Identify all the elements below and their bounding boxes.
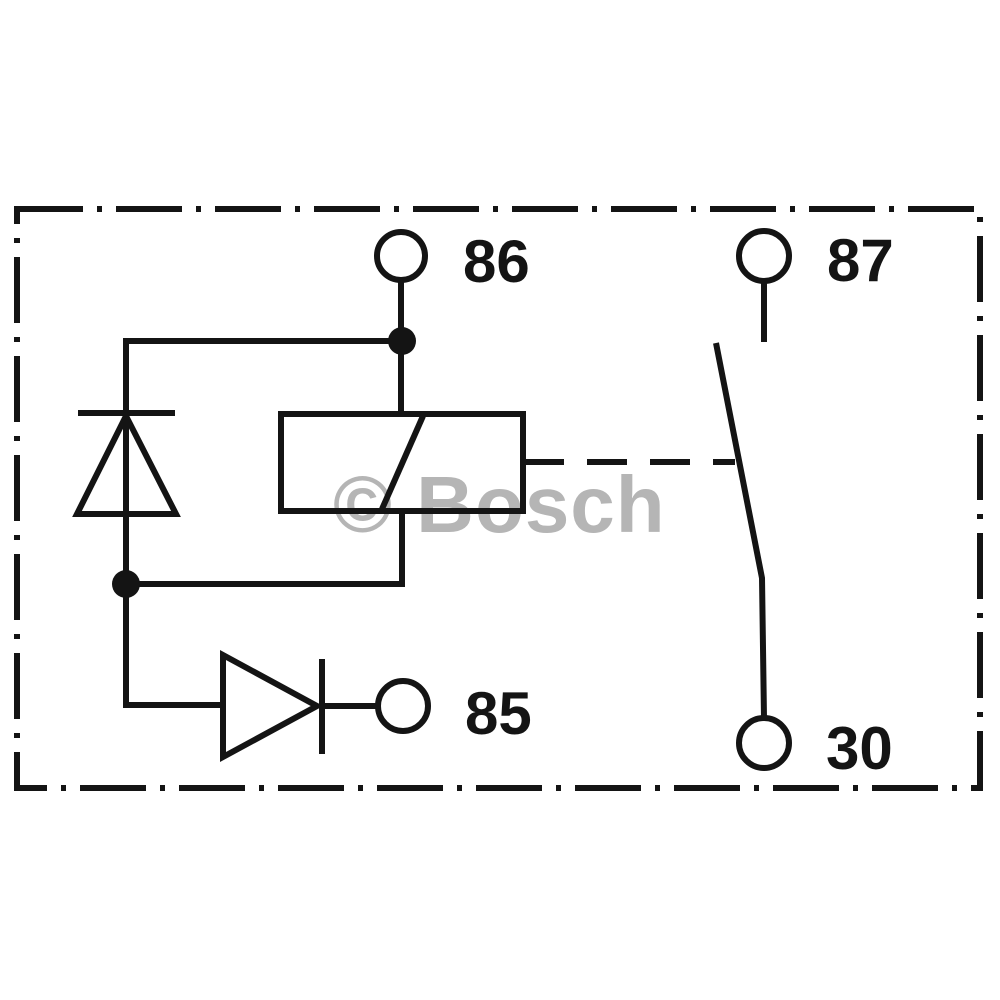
terminal-87-label: 87 <box>827 227 894 294</box>
coil-bottom-return-wire <box>126 511 405 587</box>
junction-dot-top <box>388 327 416 355</box>
terminal-86-pin <box>374 229 428 283</box>
terminal-30-pin <box>736 715 792 771</box>
suppression-diode <box>72 409 181 517</box>
suppression-diode-triangle <box>72 409 181 517</box>
terminal-87: 87 <box>736 227 894 342</box>
bosch-watermark: © Bosch <box>333 460 666 549</box>
relay-coil-slash <box>379 414 426 511</box>
terminal-86-label: 86 <box>463 228 530 295</box>
terminal-86: 86 <box>374 228 530 342</box>
terminal-85-label: 85 <box>465 680 532 747</box>
series-diode <box>220 649 378 763</box>
left-branch-wire <box>123 338 402 708</box>
terminal-30: 30 <box>736 715 893 782</box>
terminal-85-pin <box>375 678 431 734</box>
terminal-30-label: 30 <box>826 715 893 782</box>
terminal-87-pin <box>736 228 792 284</box>
relay-housing-boundary <box>14 206 983 791</box>
series-diode-triangle <box>220 649 324 763</box>
terminal-85: 85 <box>375 678 532 747</box>
switch-blade <box>713 342 767 719</box>
